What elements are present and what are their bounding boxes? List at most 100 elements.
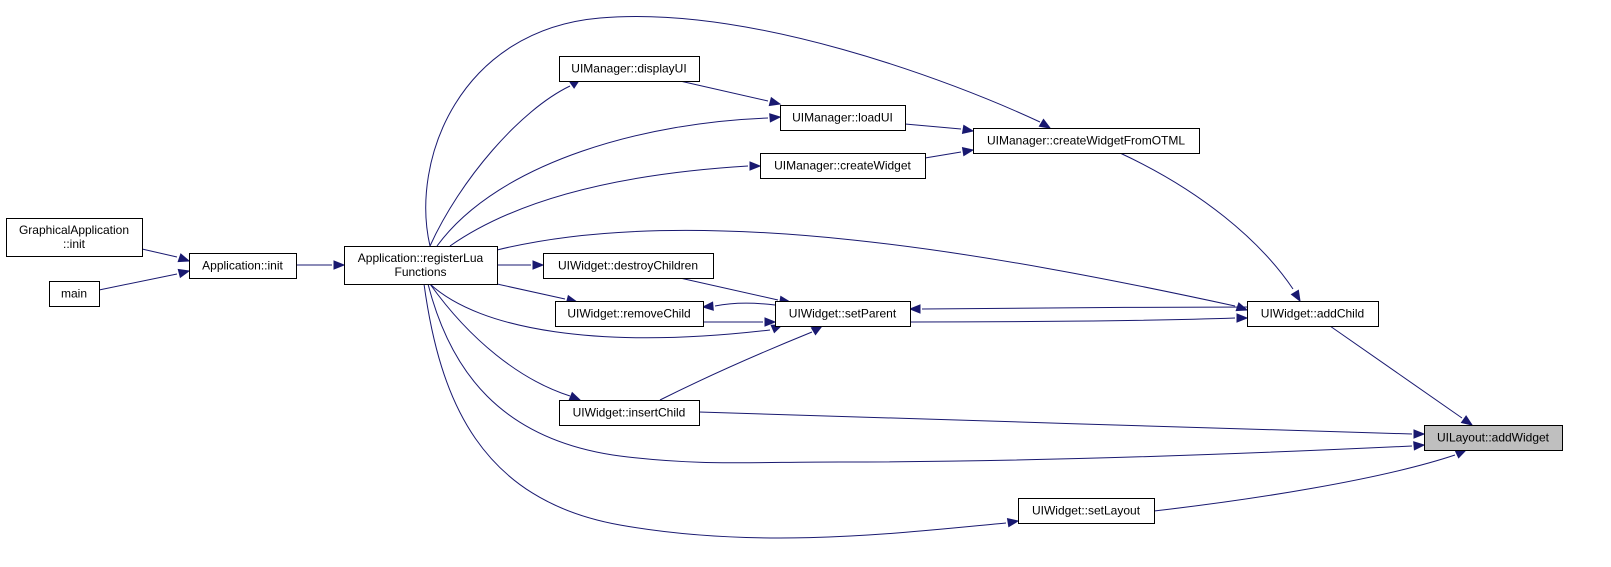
arrowhead <box>810 325 824 336</box>
edge-line <box>98 273 178 291</box>
edge-register_lua-to-insert_child <box>429 283 582 401</box>
edge-add_child-to-set_parent <box>908 304 1258 314</box>
arrowhead <box>532 260 545 270</box>
node-label: UIManager::createWidget <box>774 159 911 173</box>
edge-display_ui-to-load_ui <box>679 80 782 107</box>
node-box <box>1247 301 1379 327</box>
edge-remove_child-to-set_parent <box>703 317 777 327</box>
node-app-init[interactable]: Application::init <box>189 253 297 279</box>
arrowhead <box>1460 415 1474 426</box>
arrowhead <box>1236 313 1249 323</box>
arrowhead <box>1413 441 1426 451</box>
node-box <box>973 128 1200 154</box>
arrowhead <box>701 301 714 311</box>
edge-line <box>429 283 571 397</box>
node-box <box>49 281 100 307</box>
node-label: Application::init <box>202 259 283 273</box>
edge-line <box>436 117 769 247</box>
node-label: ::init <box>63 237 86 251</box>
node-box <box>6 218 143 257</box>
edge-line <box>904 123 962 130</box>
node-label: UIManager::displayUI <box>571 62 686 76</box>
node-label: Application::registerLua <box>358 251 484 265</box>
edge-line <box>1329 325 1463 419</box>
arrowhead <box>769 113 782 123</box>
edge-app_init-to-register_lua <box>296 260 346 270</box>
edge-line <box>659 331 813 401</box>
node-add-child[interactable]: UIWidget::addChild <box>1247 301 1379 327</box>
arrowhead <box>961 147 975 157</box>
node-box <box>559 56 700 82</box>
edge-line <box>698 411 1413 435</box>
edge-line <box>924 151 962 159</box>
edge-line <box>449 165 749 247</box>
node-label: UILayout::addWidget <box>1437 431 1550 445</box>
edge-line <box>1153 454 1456 512</box>
arrowhead <box>908 304 921 314</box>
node-box <box>344 246 498 285</box>
arrowhead <box>1038 118 1052 129</box>
node-box <box>760 153 926 179</box>
edge-line <box>496 229 1236 307</box>
edge-set_parent-to-remove_child <box>701 301 776 311</box>
edge-create_from_otml-to-add_child <box>1119 152 1301 303</box>
edge-line <box>427 283 1413 464</box>
arrowhead <box>333 260 346 270</box>
node-box <box>555 301 704 327</box>
node-label: UIWidget::addChild <box>1261 307 1364 321</box>
edge-graphical_init-to-app_init <box>141 248 191 263</box>
node-label: UIWidget::destroyChildren <box>558 259 698 273</box>
edge-create_widget-to-create_from_otml <box>924 147 975 159</box>
edge-register_lua-to-set_layout <box>423 283 1020 539</box>
node-main[interactable]: main <box>49 281 100 307</box>
node-insert-child[interactable]: UIWidget::insertChild <box>559 400 700 426</box>
node-display-ui[interactable]: UIManager::displayUI <box>559 56 700 82</box>
edge-line <box>679 80 769 102</box>
arrowhead <box>768 96 782 107</box>
node-label: UIManager::loadUI <box>792 111 893 125</box>
node-create-widget[interactable]: UIManager::createWidget <box>760 153 926 179</box>
edge-register_lua-to-load_ui <box>436 113 782 247</box>
node-set-parent[interactable]: UIWidget::setParent <box>775 301 911 327</box>
arrowhead <box>1006 518 1020 528</box>
edge-set_parent-to-add_child <box>909 313 1249 323</box>
node-label: UIWidget::setLayout <box>1032 504 1141 518</box>
arrowhead <box>1454 449 1468 459</box>
node-box <box>559 400 700 426</box>
arrowhead <box>1413 429 1426 439</box>
edge-line <box>714 302 776 307</box>
node-set-layout[interactable]: UIWidget::setLayout <box>1018 498 1155 524</box>
arrowhead <box>177 253 191 263</box>
node-box <box>543 253 714 279</box>
node-label: GraphicalApplication <box>19 223 129 237</box>
node-label: main <box>61 287 87 301</box>
edge-register_lua-to-create_widget <box>449 161 762 247</box>
edge-line <box>429 85 571 247</box>
node-create-from-otml[interactable]: UIManager::createWidgetFromOTML <box>973 128 1200 154</box>
node-box <box>189 253 297 279</box>
edge-add_child-to-add_widget <box>1329 325 1474 426</box>
node-box <box>775 301 911 327</box>
node-graphical-init[interactable]: GraphicalApplication::init <box>6 218 143 257</box>
edges-layer <box>98 16 1474 539</box>
arrowhead <box>568 391 582 401</box>
edge-register_lua-to-destroy_children <box>497 260 545 270</box>
node-label: UIManager::createWidgetFromOTML <box>987 134 1185 148</box>
node-add-widget[interactable]: UILayout::addWidget <box>1424 425 1563 451</box>
edge-register_lua-to-create_from_otml <box>425 16 1052 247</box>
node-load-ui[interactable]: UIManager::loadUI <box>780 105 906 131</box>
edge-register_lua-to-remove_child <box>496 283 579 305</box>
edge-register_lua-to-display_ui <box>429 78 582 247</box>
node-destroy-children[interactable]: UIWidget::destroyChildren <box>543 253 714 279</box>
node-label: UIWidget::removeChild <box>567 307 690 321</box>
node-label: Functions <box>394 265 446 279</box>
node-box <box>1018 498 1155 524</box>
node-label: UIWidget::insertChild <box>573 406 686 420</box>
node-remove-child[interactable]: UIWidget::removeChild <box>555 301 704 327</box>
edge-insert_child-to-add_widget <box>698 411 1426 439</box>
node-box <box>780 105 906 131</box>
edge-destroy_children-to-set_parent <box>679 277 792 305</box>
